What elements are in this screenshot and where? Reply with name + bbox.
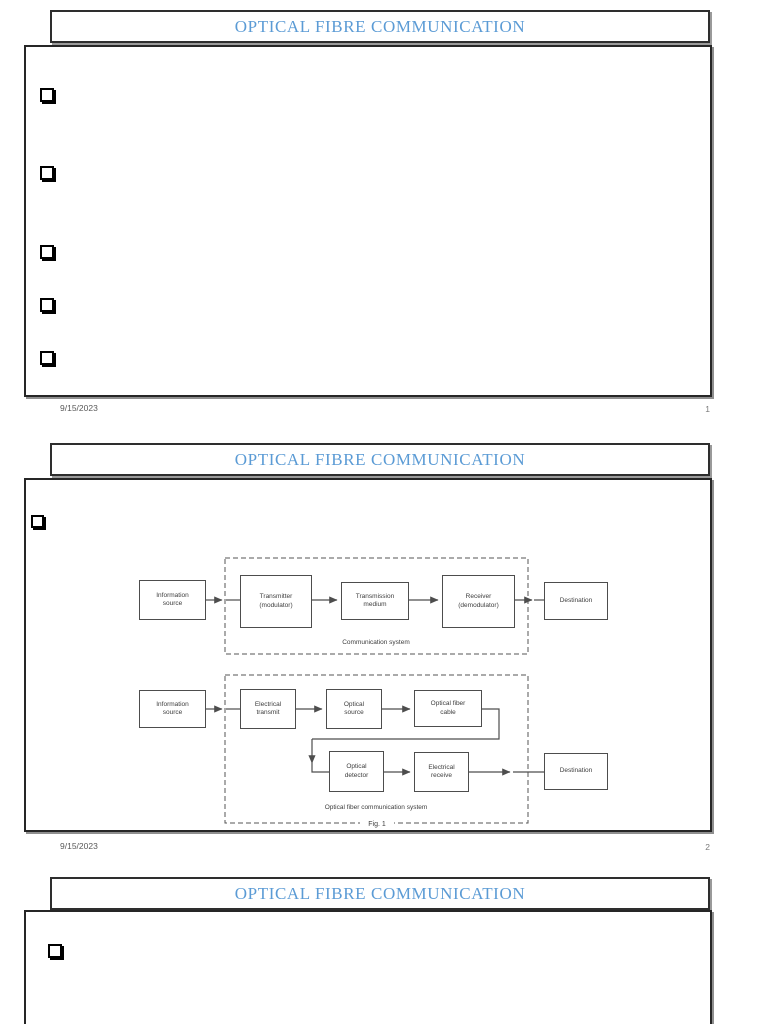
bullet-square-icon xyxy=(40,88,54,102)
diagram-box-optical-detector: Optical detector xyxy=(329,751,384,792)
diagram-box-optical-source: Optical source xyxy=(326,689,382,729)
slide1-title: OPTICAL FIBRE COMMUNICATION xyxy=(234,16,526,36)
block-diagram-lines: Fig. 1 xyxy=(206,557,544,828)
diagram-box-receiver-demodulator: Receiver (demodulator) xyxy=(442,575,515,628)
diagram-box-information-source: Information source xyxy=(139,690,206,728)
diagram-box-optical-fiber-cable: Optical fiber cable xyxy=(414,690,482,727)
slide3-title: OPTICAL FIBRE COMMUNICATION xyxy=(234,883,526,903)
bullet-square-icon xyxy=(40,245,54,259)
slide1-page-number: 1 xyxy=(705,404,710,414)
optical-fiber-system-label: Optical fiber communication system xyxy=(324,804,428,811)
slide3-title-box: OPTICAL FIBRE COMMUNICATION xyxy=(50,877,710,910)
slide2-footer-date: 9/15/2023 xyxy=(60,841,98,851)
bullet-square-icon xyxy=(40,298,54,312)
fig-caption: Fig. 1 xyxy=(368,821,386,828)
slide2-title-box: OPTICAL FIBRE COMMUNICATION xyxy=(50,443,710,476)
communication-system-label: Communication system xyxy=(342,639,410,646)
slide1-title-box: OPTICAL FIBRE COMMUNICATION xyxy=(50,10,710,43)
diagram-box-destination: Destination xyxy=(544,753,608,790)
diagram-box-destination: Destination xyxy=(544,582,608,620)
diagram-box-transmission-medium: Transmission medium xyxy=(341,582,409,620)
slide3-body xyxy=(24,910,712,1024)
bullet-square-icon xyxy=(48,944,62,958)
slide2-body: Fig. 1 Information source Transmitter (m… xyxy=(24,478,712,832)
diagram-box-transmitter-modulator: Transmitter (modulator) xyxy=(240,575,312,628)
slide2-title: OPTICAL FIBRE COMMUNICATION xyxy=(234,449,526,469)
diagram-box-electrical-receive: Electrical receive xyxy=(414,752,469,792)
slide1-footer-date: 9/15/2023 xyxy=(60,403,98,413)
fig-caption-backing xyxy=(360,818,394,828)
bullet-square-icon xyxy=(40,351,54,365)
diagram-box-electrical-transmit: Electrical transmit xyxy=(240,689,296,729)
diagram-box-information-source: Information source xyxy=(139,580,206,620)
slide1-body xyxy=(24,45,712,397)
bullet-square-icon xyxy=(40,166,54,180)
slide2-page-number: 2 xyxy=(705,842,710,852)
bullet-square-icon xyxy=(31,515,44,528)
